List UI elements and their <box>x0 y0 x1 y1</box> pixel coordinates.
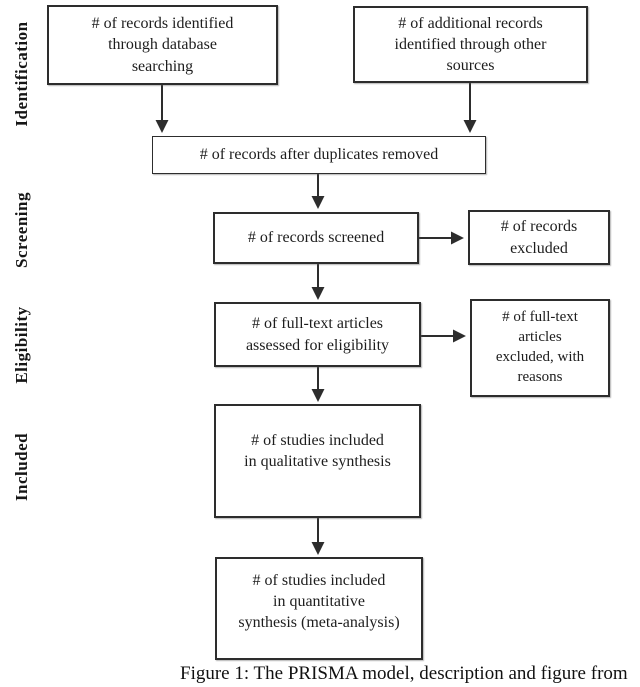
box-additional-records: # of additional records identified throu… <box>353 6 588 83</box>
box-records-excluded: # of records excluded <box>468 210 610 265</box>
box-after-duplicates: # of records after duplicates removed <box>152 136 486 174</box>
box-quantitative-synthesis: # of studies included in quantitative sy… <box>215 557 423 660</box>
box-fulltext-assessed: # of full-text articles assessed for eli… <box>214 302 421 367</box>
box-records-screened: # of records screened <box>213 212 419 264</box>
box-records-identified: # of records identified through database… <box>47 5 278 85</box>
box-qualitative-synthesis: # of studies included in qualitative syn… <box>214 404 421 518</box>
figure-caption: Figure 1: The PRISMA model, description … <box>180 663 628 684</box>
box-fulltext-excluded: # of full-text articles excluded, with r… <box>470 299 610 397</box>
